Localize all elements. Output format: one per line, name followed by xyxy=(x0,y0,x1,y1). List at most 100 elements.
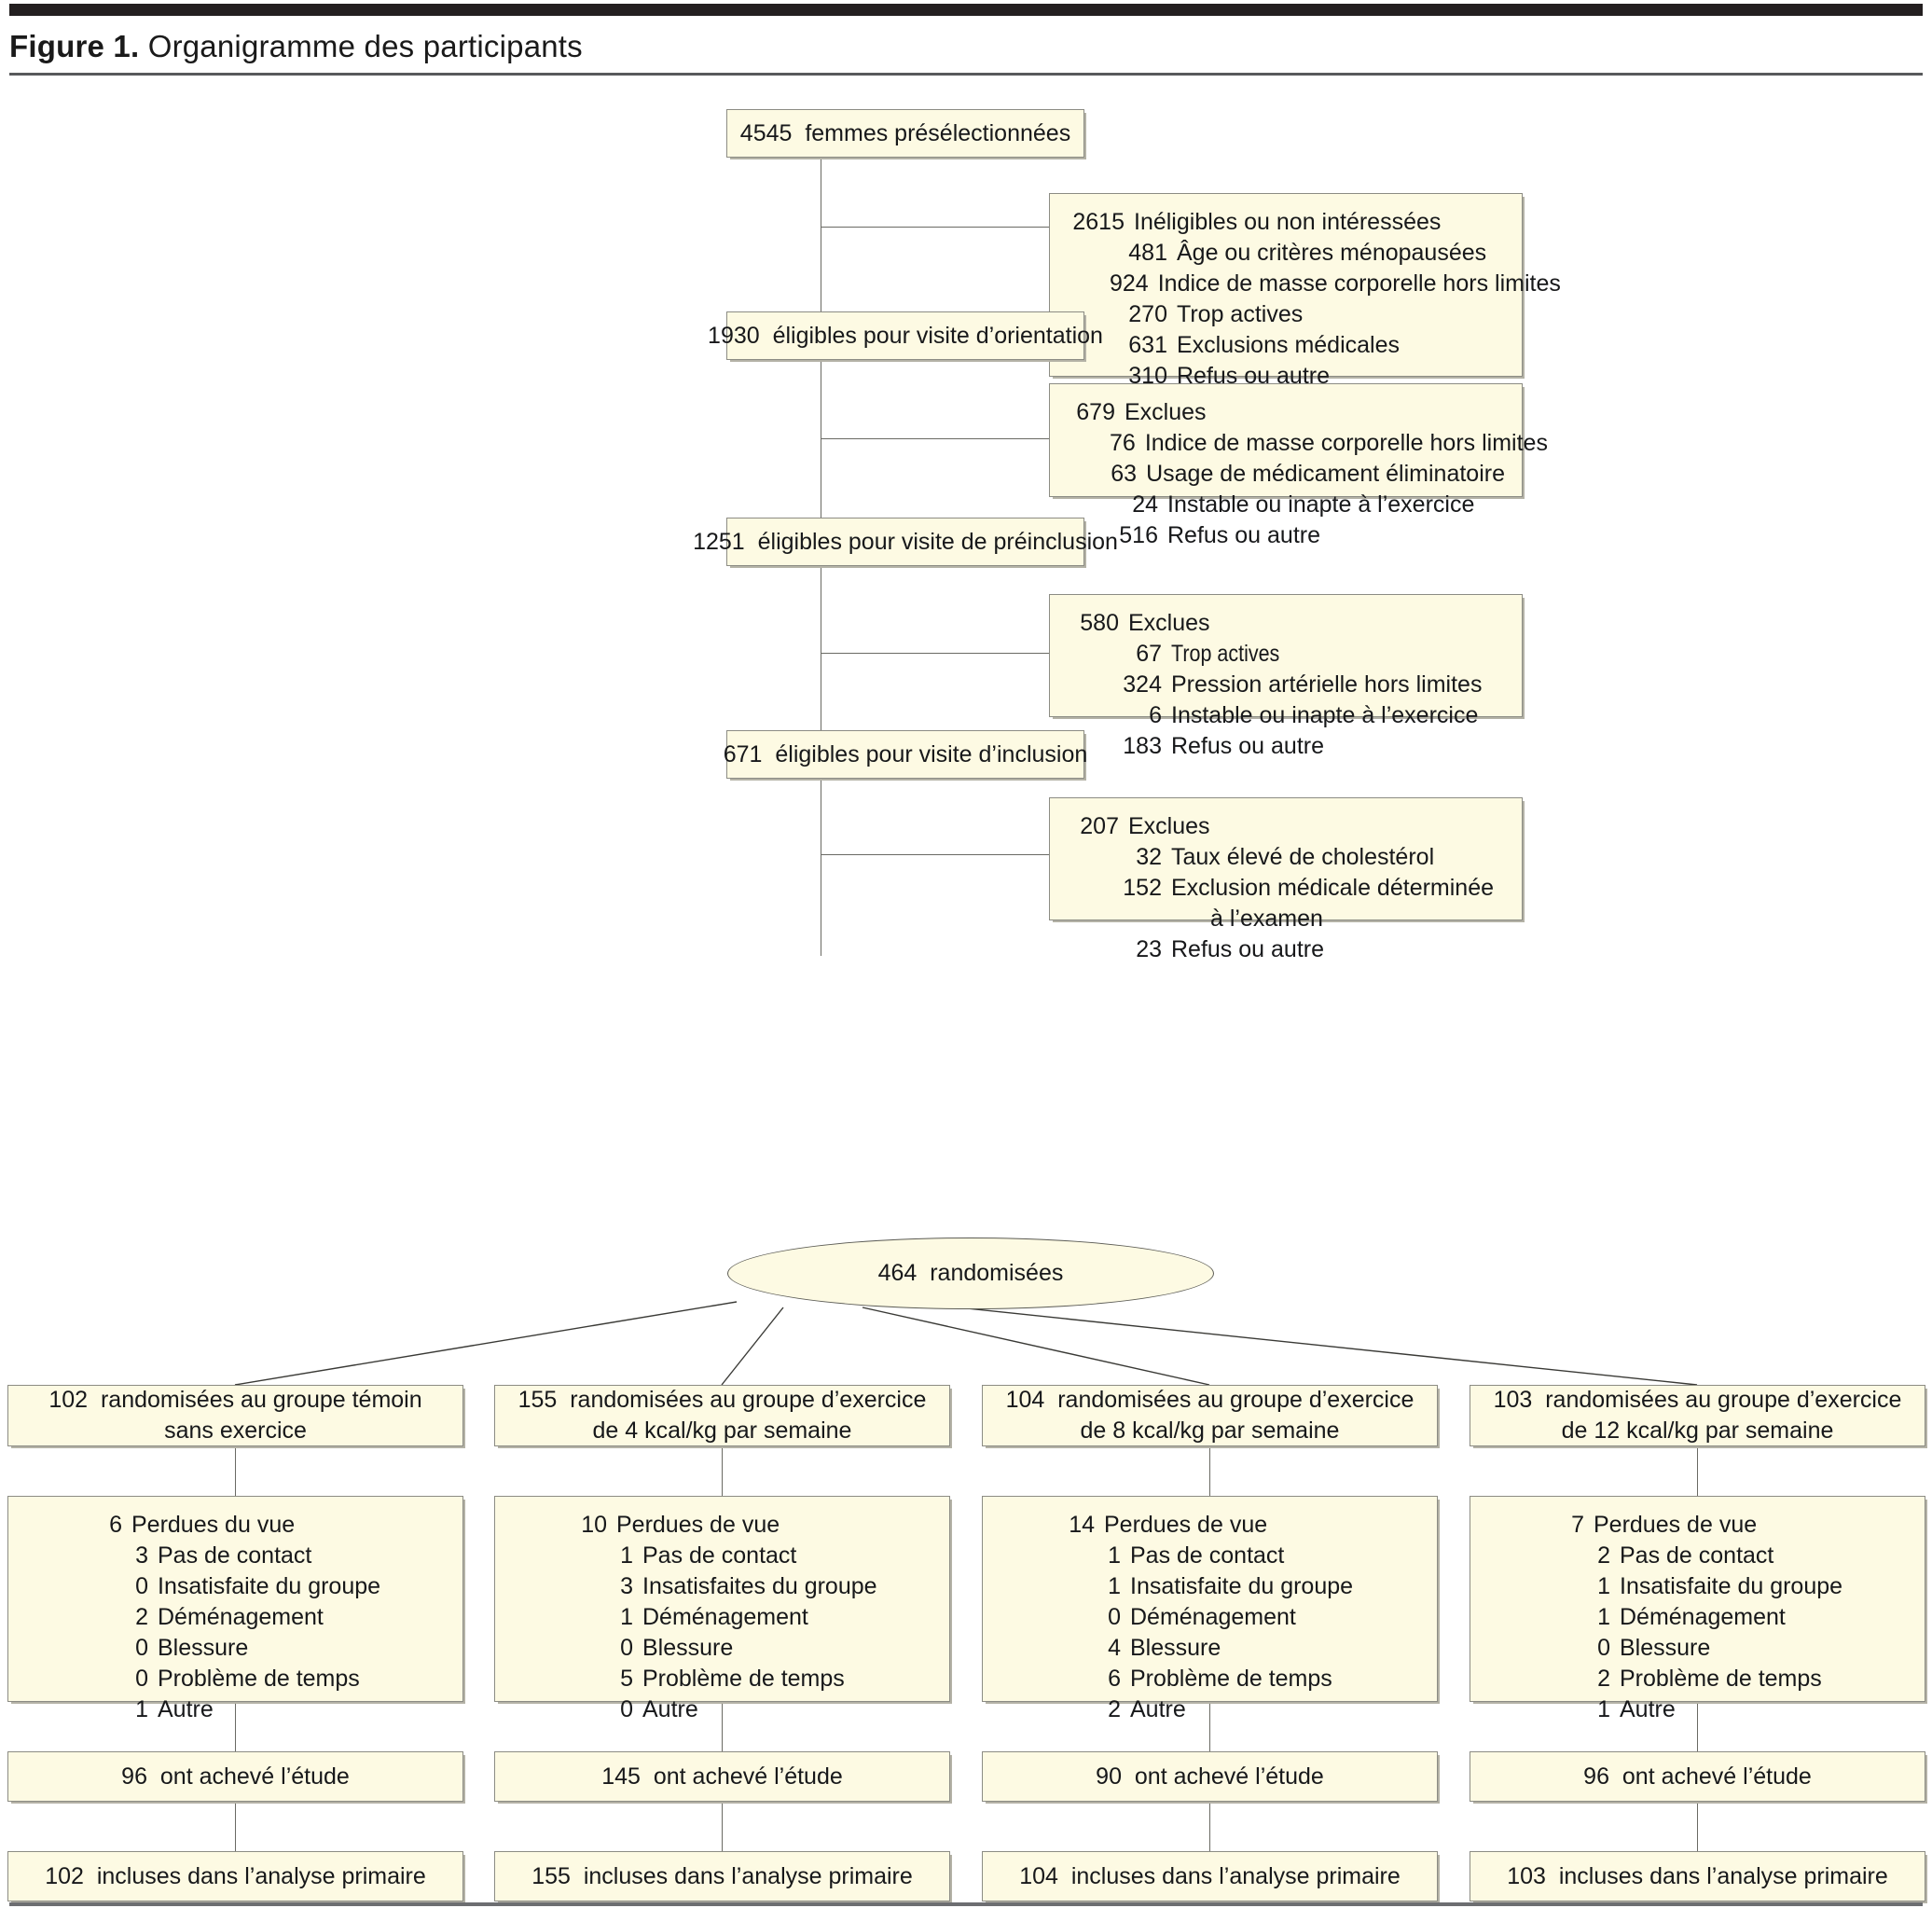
box-arm2-completed: 145 ont achevé l’étude xyxy=(494,1751,950,1802)
arm4-analysed-label: incluses dans l’analyse primaire xyxy=(1558,1862,1888,1889)
item-count: 32 xyxy=(1136,844,1162,870)
item-count: 1 xyxy=(620,1604,633,1630)
connector-arm2-lost-completed xyxy=(722,1702,723,1751)
eligible-inclusion-label: éligibles pour visite d’inclusion xyxy=(775,740,1088,767)
item-count: 6 xyxy=(1149,702,1162,728)
arm1-lost-head: 6 Perdues du vue xyxy=(90,1510,446,1541)
item-label: Taux élevé de cholestérol xyxy=(1171,844,1435,870)
arm4-assign-line1: randomisées au groupe d’exercice xyxy=(1545,1387,1902,1413)
exclusion-4-item: 32 Taux élevé de cholestérol xyxy=(1110,842,1505,873)
item-count: 183 xyxy=(1123,733,1162,759)
item-count: 516 xyxy=(1119,522,1158,548)
item-label: Refus ou autre xyxy=(1167,522,1320,548)
item-label: Blessure xyxy=(158,1635,249,1661)
item-count: 1 xyxy=(1597,1573,1610,1599)
arm2-lost-label: Perdues de vue xyxy=(616,1512,780,1538)
item-count: 76 xyxy=(1110,430,1136,456)
exclusion-4-item-continuation: à l’examen xyxy=(1110,904,1505,934)
connector-arm4-completed-analysed xyxy=(1697,1802,1698,1851)
item-count: 0 xyxy=(135,1573,148,1599)
item-label: à l’examen xyxy=(1210,906,1323,932)
item-label: Blessure xyxy=(1620,1635,1711,1661)
box-arm1-completed: 96 ont achevé l’étude xyxy=(7,1751,463,1802)
box-eligible-preinclusion: 1251 éligibles pour visite de préinclusi… xyxy=(693,518,1118,566)
item-label: Indice de masse corporelle hors limites xyxy=(1144,430,1548,456)
exclusion-2-head-count: 679 xyxy=(1076,399,1115,425)
connector-arm3-lost-completed xyxy=(1209,1702,1210,1751)
figure-title: Organigramme des participants xyxy=(139,29,583,63)
item-count: 1 xyxy=(135,1696,148,1722)
connector-arm2-assign-lost xyxy=(722,1446,723,1496)
arm2-analysed-label: incluses dans l’analyse primaire xyxy=(583,1862,913,1889)
item-count: 924 xyxy=(1110,270,1149,297)
arm2-completed-label: ont achevé l’étude xyxy=(653,1763,843,1790)
exclusion-2-head: 679 Exclues xyxy=(1067,397,1505,428)
arm3-completed-label: ont achevé l’étude xyxy=(1134,1763,1324,1790)
arm2-lost-count: 10 xyxy=(581,1512,607,1538)
exclusion-1-head-count: 2615 xyxy=(1072,209,1125,235)
item-label: Blessure xyxy=(642,1635,734,1661)
item-count: 63 xyxy=(1111,461,1138,487)
exclusion-4-head-label: Exclues xyxy=(1128,813,1210,839)
eligible-preinclusion-label: éligibles pour visite de préinclusion xyxy=(757,528,1118,555)
box-arm1-analysed: 102 incluses dans l’analyse primaire xyxy=(7,1851,463,1901)
item-label: Insatisfaites du groupe xyxy=(642,1573,877,1599)
item-count: 1 xyxy=(1108,1542,1121,1569)
item-label: Déménagement xyxy=(1130,1604,1296,1630)
item-label: Exclusion médicale déterminée xyxy=(1171,875,1495,901)
exclusion-4-item: 152 Exclusion médicale déterminée xyxy=(1110,873,1505,904)
item-count: 3 xyxy=(620,1573,633,1599)
item-count: 2 xyxy=(1108,1696,1121,1722)
item-label: Problème de temps xyxy=(642,1666,845,1692)
item-count: 1 xyxy=(1108,1573,1121,1599)
arm2-assign-count: 155 xyxy=(518,1387,558,1413)
exclusion-1-item: 481 Âge ou critères ménopausées xyxy=(1110,238,1505,269)
arm1-assign-line1: randomisées au groupe témoin xyxy=(100,1387,422,1413)
arm3-analysed-count: 104 xyxy=(1019,1862,1058,1889)
top-black-rule xyxy=(9,4,1923,16)
connector-arm3-completed-analysed xyxy=(1209,1802,1210,1851)
figure-label: Figure 1. xyxy=(9,29,140,63)
exclusion-4-head: 207 Exclues xyxy=(1067,811,1505,842)
item-label: Problème de temps xyxy=(1130,1666,1332,1692)
exclusion-2-head-label: Exclues xyxy=(1125,399,1207,425)
exclusion-2-item: 76 Indice de masse corporelle hors limit… xyxy=(1110,428,1548,459)
item-label: Indice de masse corporelle hors limites xyxy=(1157,270,1561,297)
randomized-count: 464 xyxy=(877,1260,918,1286)
arm1-lost-label: Perdues du vue xyxy=(131,1512,296,1538)
connector-to-excl3 xyxy=(821,653,1049,654)
item-label: Autre xyxy=(642,1696,698,1722)
arm3-analysed-label: incluses dans l’analyse primaire xyxy=(1070,1862,1401,1889)
arm3-assign-count: 104 xyxy=(1005,1387,1045,1413)
arm4-lost-label: Perdues de vue xyxy=(1594,1512,1758,1538)
item-label: Blessure xyxy=(1130,1635,1221,1661)
item-label: Instable ou inapte à l’exercice xyxy=(1171,702,1479,728)
arm4-analysed-count: 103 xyxy=(1507,1862,1546,1889)
exclusion-2-item: 516 Refus ou autre xyxy=(1110,520,1505,551)
connector-arm2-completed-analysed xyxy=(722,1802,723,1851)
exclusion-1-item: 270 Trop actives xyxy=(1110,299,1505,330)
arm3-lost-head: 14 Perdues de vue xyxy=(1050,1510,1420,1541)
item-label: Autre xyxy=(1620,1696,1676,1722)
box-eligible-orientation: 1930 éligibles pour visite d’orientation xyxy=(708,311,1103,360)
connector-arm4-lost-completed xyxy=(1697,1702,1698,1751)
exclusion-1-head: 2615 Inéligibles ou non intéressées xyxy=(1067,207,1505,238)
item-count: 0 xyxy=(620,1696,633,1722)
item-label: Trop actives xyxy=(1177,301,1304,327)
bottom-rule xyxy=(9,1902,1923,1906)
eligible-orientation-count: 1930 xyxy=(708,322,760,349)
item-count: 324 xyxy=(1123,671,1162,698)
